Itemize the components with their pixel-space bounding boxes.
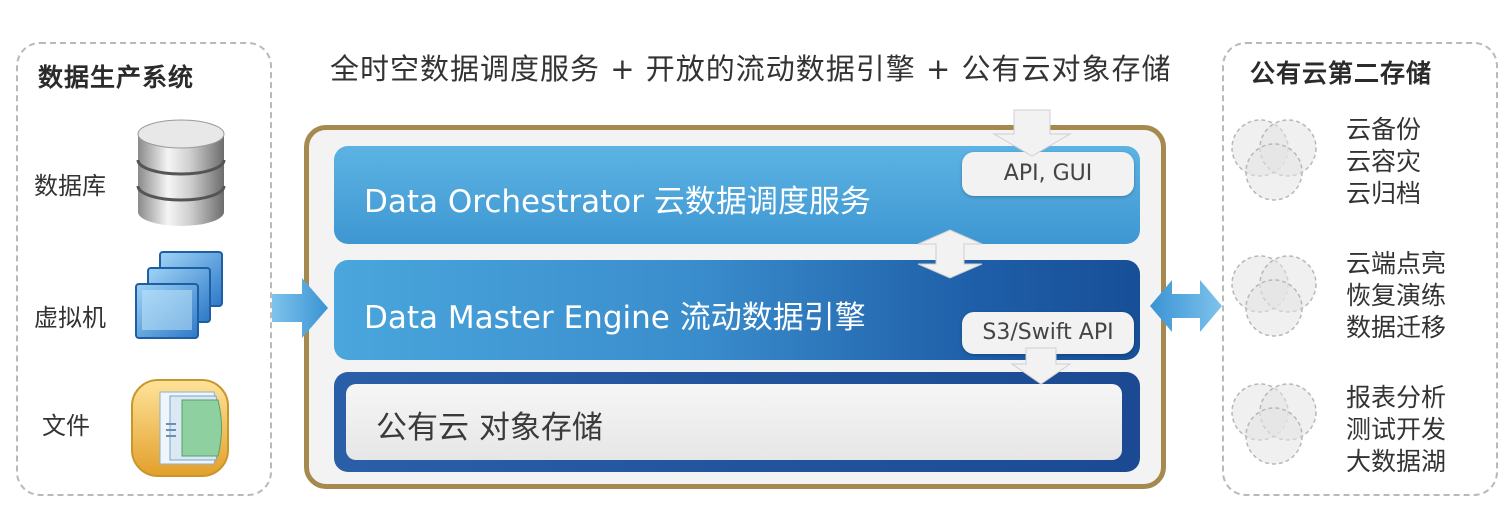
usecase-line: 云容灾: [1346, 147, 1422, 176]
usecase-group-backup: 云备份 云容灾 云归档: [1346, 114, 1421, 210]
down-arrow-icon: [992, 109, 1072, 157]
usecase-line: 测试开发: [1346, 415, 1447, 444]
usecase-group-analytics: 报表分析 测试开发 大数据湖: [1346, 382, 1446, 478]
object-storage-box: 公有云 对象存储: [346, 384, 1122, 460]
storage-down-arrow-icon: [1010, 347, 1072, 385]
bidirectional-arrow-icon: [1150, 280, 1222, 332]
panel-title: 公有云第二存储: [1250, 59, 1433, 88]
venn-icon: [1231, 383, 1317, 465]
orchestrator-label: Data Orchestrator 云数据调度服务: [364, 184, 871, 220]
engine-label: Data Master Engine 流动数据引擎: [364, 300, 866, 336]
venn-icon: [1231, 119, 1317, 201]
database-icon: [136, 119, 226, 226]
headline: 全时空数据调度服务 + 开放的流动数据引擎 + 公有云对象存储: [330, 52, 1172, 86]
usecase-line: 云端点亮: [1346, 249, 1447, 278]
usecase-line: 恢复演练: [1346, 281, 1447, 310]
source-label-vm: 虚拟机: [34, 304, 106, 332]
double-vertical-arrow-icon: [917, 229, 983, 279]
usecase-line: 数据迁移: [1346, 313, 1447, 342]
source-label-database: 数据库: [34, 172, 106, 200]
panel-title: 数据生产系统: [38, 63, 195, 92]
api-gui-tag: API, GUI: [962, 152, 1134, 196]
usecase-group-recovery: 云端点亮 恢复演练 数据迁移: [1346, 248, 1446, 344]
usecase-line: 云备份: [1346, 115, 1422, 144]
s3-swift-tag: S3/Swift API: [962, 312, 1134, 354]
venn-icon: [1231, 255, 1317, 337]
usecase-line: 报表分析: [1346, 383, 1447, 412]
input-arrow-icon: [272, 278, 328, 338]
usecase-line: 云归档: [1346, 179, 1422, 208]
usecase-line: 大数据湖: [1346, 447, 1447, 476]
virtual-machine-icon: [135, 251, 223, 339]
source-label-files: 文件: [42, 412, 90, 440]
files-icon: [131, 379, 229, 477]
storage-label: 公有云 对象存储: [376, 410, 603, 446]
